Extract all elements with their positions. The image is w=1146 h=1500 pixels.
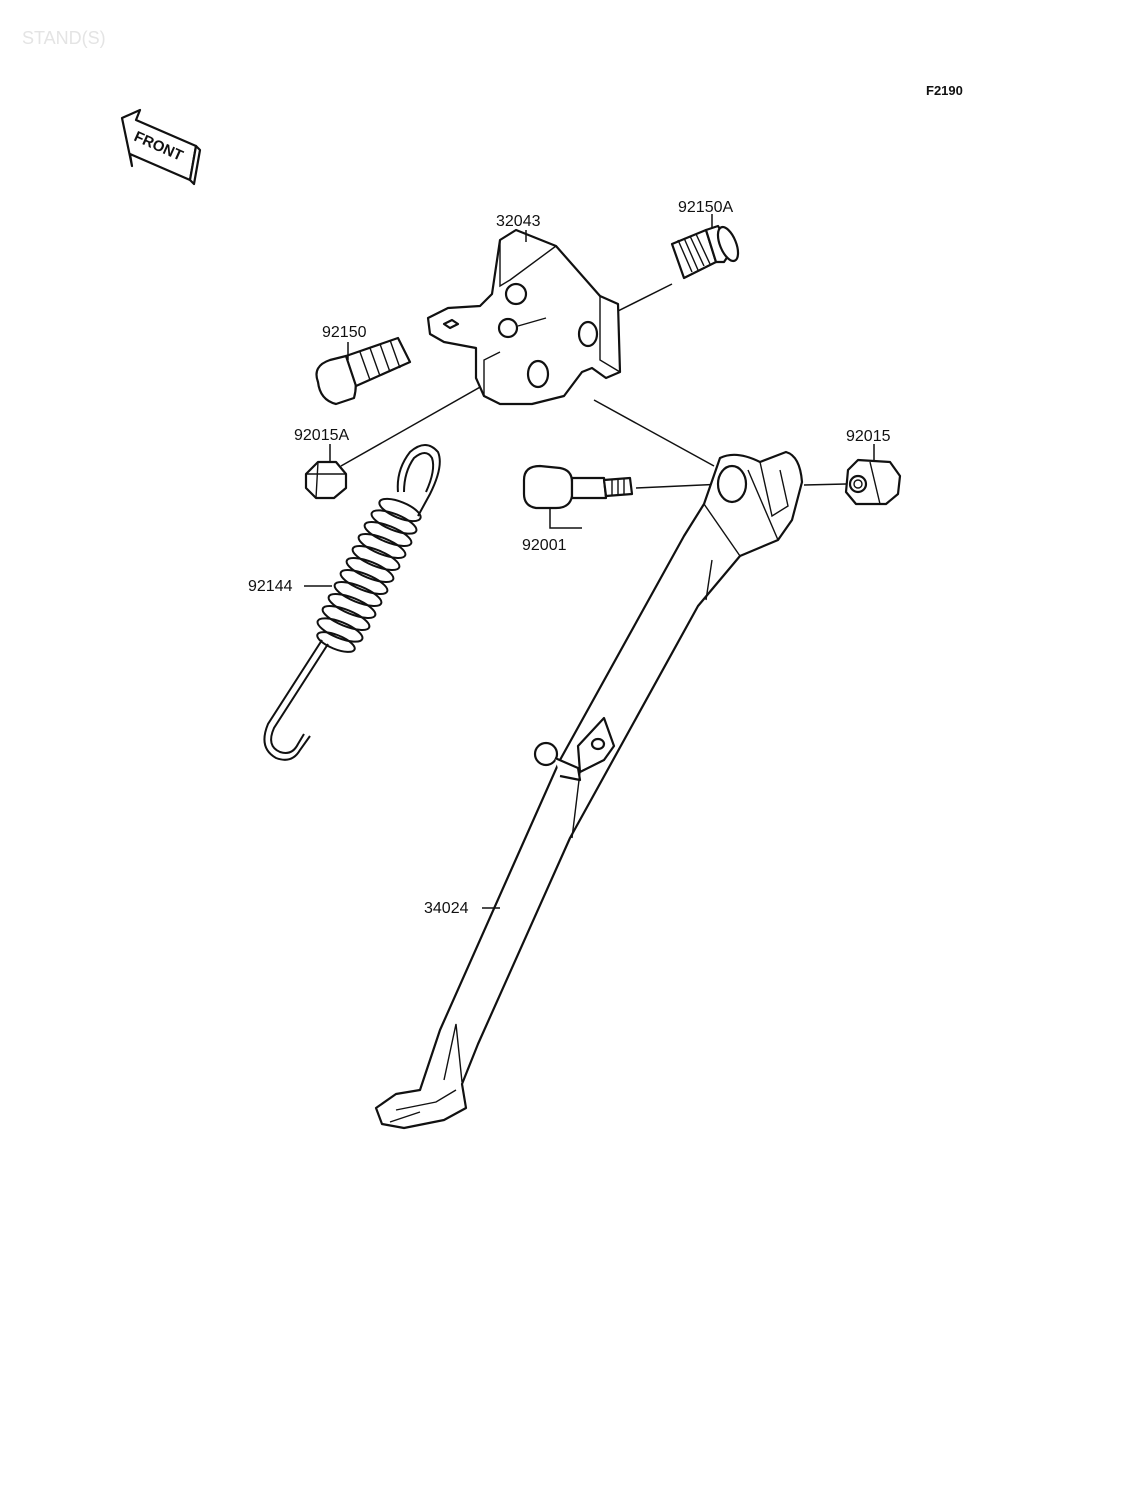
side-stand-34024 xyxy=(374,450,804,1130)
label-32043: 32043 xyxy=(496,213,541,230)
bolt-92150a xyxy=(670,224,740,280)
watermark-text: STAND(S) xyxy=(22,28,106,48)
front-arrow-icon: FRONT xyxy=(120,108,202,186)
label-92001: 92001 xyxy=(522,537,567,554)
nut-92015a xyxy=(304,460,348,500)
label-92015: 92015 xyxy=(846,428,891,445)
pivot-bolt-92001 xyxy=(522,464,634,510)
label-34024: 34024 xyxy=(424,900,469,917)
spring-92144 xyxy=(263,444,441,761)
bracket-32043 xyxy=(426,228,622,406)
nut-92015 xyxy=(844,458,902,506)
label-92150: 92150 xyxy=(322,324,367,341)
bolt-92150 xyxy=(315,336,412,406)
label-92150a: 92150A xyxy=(678,199,733,216)
label-92015a: 92015A xyxy=(294,427,349,444)
figure-id: F2190 xyxy=(926,83,963,98)
label-92144: 92144 xyxy=(248,578,293,595)
label-leaders xyxy=(304,214,875,909)
